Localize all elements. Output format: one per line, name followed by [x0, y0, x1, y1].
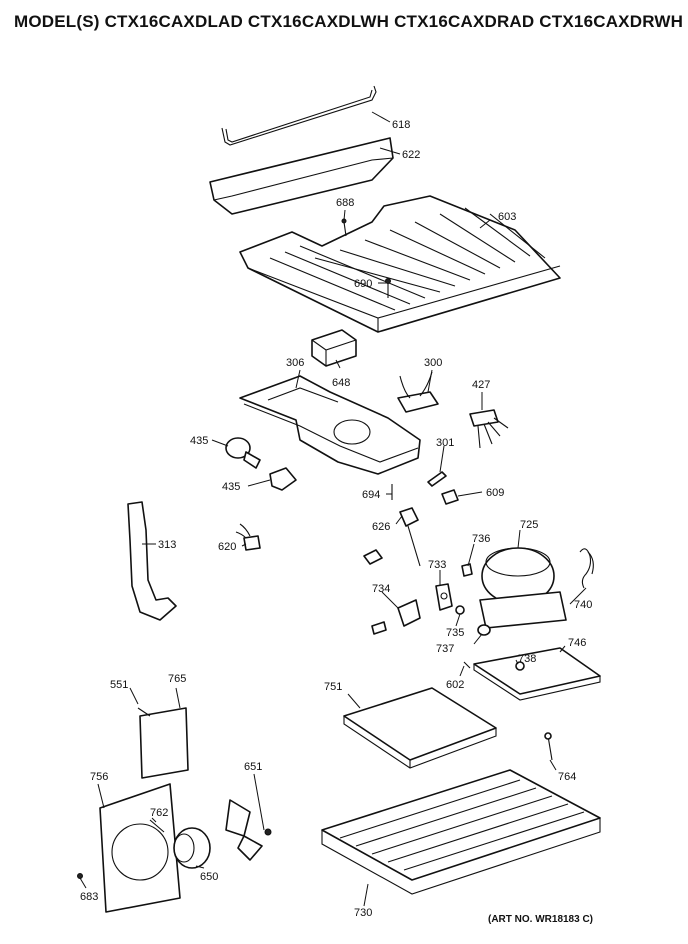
callout-756: 756 — [90, 771, 108, 783]
callout-650: 650 — [200, 871, 218, 883]
callout-690: 690 — [354, 278, 372, 290]
callout-551: 551 — [110, 679, 128, 691]
part-301-plug — [427, 471, 447, 487]
part-683-screw — [77, 873, 83, 879]
part-730-evaporator — [321, 769, 601, 895]
part-313-drain-tube — [127, 501, 177, 621]
part-648-thermostat — [311, 329, 357, 367]
part-620-capacitor — [235, 523, 261, 551]
callout-626: 626 — [372, 521, 390, 533]
part-603-tray — [239, 195, 561, 333]
callout-764: 764 — [558, 771, 576, 783]
part-764-bracket — [544, 732, 553, 761]
callout-725: 725 — [520, 519, 538, 531]
part-651-fan-blade — [225, 799, 272, 861]
leader-lines — [79, 111, 587, 907]
part-602-screw — [463, 661, 471, 669]
part-735-grommet — [455, 605, 465, 615]
callout-622: 622 — [402, 149, 420, 161]
callout-300: 300 — [424, 357, 442, 369]
callout-427: 427 — [472, 379, 490, 391]
callout-765: 765 — [168, 673, 186, 685]
callout-651: 651 — [244, 761, 262, 773]
part-435-bulb — [225, 437, 261, 469]
callout-740: 740 — [574, 599, 592, 611]
part-618-rod — [221, 85, 377, 146]
callout-620: 620 — [218, 541, 236, 553]
callout-734: 734 — [372, 583, 390, 595]
callout-618: 618 — [392, 119, 410, 131]
callout-609: 609 — [486, 487, 504, 499]
part-650-motor — [173, 827, 211, 869]
part-690-screw — [385, 278, 391, 298]
callout-735: 735 — [446, 627, 464, 639]
part-740-hanger — [579, 548, 594, 589]
callout-762: 762 — [150, 807, 168, 819]
part-300-switch — [397, 371, 439, 413]
part-737-grommet — [477, 624, 491, 636]
part-762-bracket — [149, 819, 165, 833]
part-688-screw — [341, 218, 347, 237]
part-725-compressor — [479, 547, 567, 629]
callout-435-bulb: 435 — [190, 435, 208, 447]
callout-738: 738 — [518, 653, 536, 665]
callout-737: 737 — [436, 643, 454, 655]
part-435-socket — [269, 467, 297, 491]
part-609-knob — [441, 489, 459, 505]
part-622-channel — [209, 137, 394, 215]
callout-683: 683 — [80, 891, 98, 903]
part-626-relay — [363, 507, 421, 567]
part-551-bracket — [137, 707, 151, 717]
part-733-overload — [435, 583, 453, 611]
callout-306: 306 — [286, 357, 304, 369]
callout-694: 694 — [362, 489, 380, 501]
callout-603: 603 — [498, 211, 516, 223]
callout-751: 751 — [324, 681, 342, 693]
callout-730: 730 — [354, 907, 372, 919]
part-734-cover — [371, 599, 421, 635]
art-number: (ART NO. WR18183 C) — [488, 914, 593, 925]
callout-313: 313 — [158, 539, 176, 551]
part-746-base-plate — [473, 647, 601, 701]
callout-746: 746 — [568, 637, 586, 649]
callout-733: 733 — [428, 559, 446, 571]
callout-435-socket: 435 — [222, 481, 240, 493]
callout-648: 648 — [332, 377, 350, 389]
callout-301: 301 — [436, 437, 454, 449]
callout-602: 602 — [446, 679, 464, 691]
part-427-harness — [469, 409, 509, 449]
callout-labels: 618 622 688 603 690 306 648 300 427 435 … — [80, 119, 593, 925]
part-765-duct — [139, 707, 189, 779]
part-756-fan-shroud — [99, 783, 181, 913]
callout-736: 736 — [472, 533, 490, 545]
part-751-drain-pan — [343, 687, 497, 769]
model-header: MODEL(S) CTX16CAXDLAD CTX16CAXDLWH CTX16… — [14, 12, 684, 31]
part-736-clip — [461, 563, 473, 577]
part-306-housing — [239, 375, 421, 475]
callout-688: 688 — [336, 197, 354, 209]
